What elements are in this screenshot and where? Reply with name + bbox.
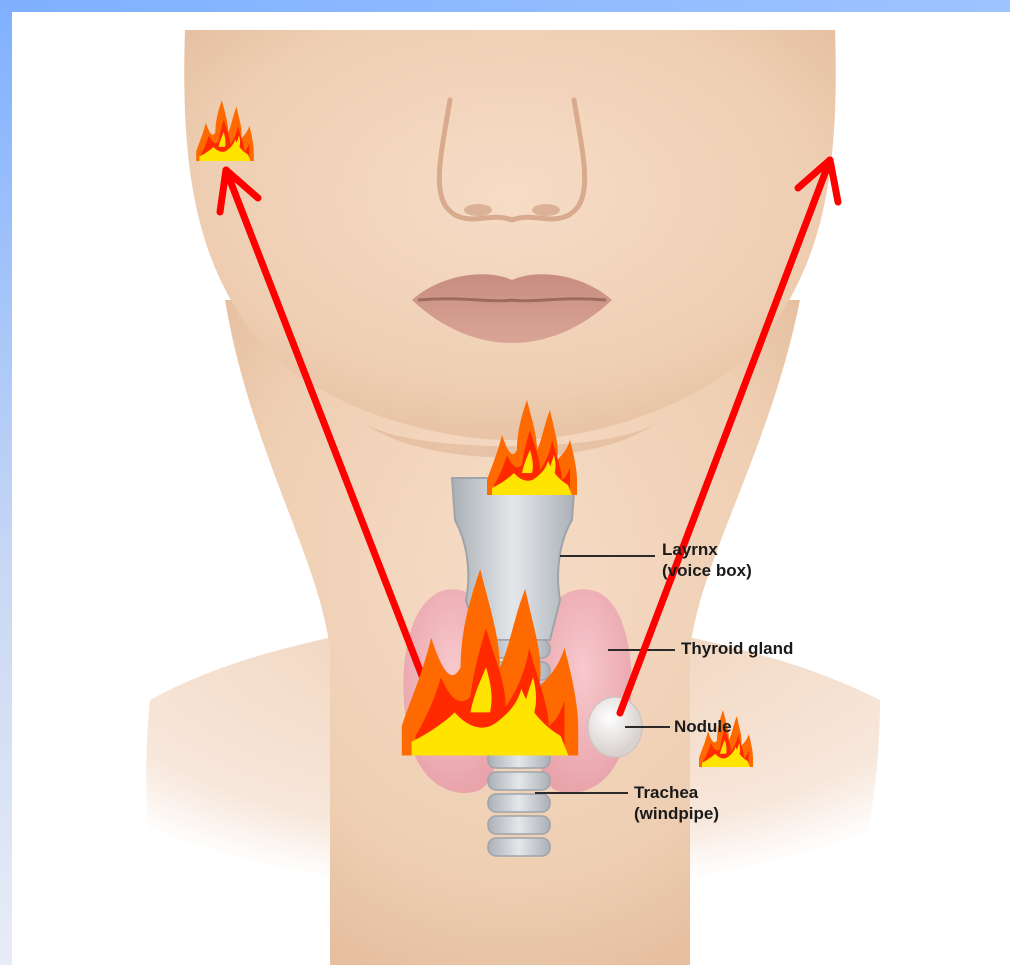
- label-larynx-note: (voice box): [662, 560, 752, 581]
- label-thyroid-gland: Thyroid gland: [681, 638, 793, 659]
- label-larynx-name: Layrnx: [662, 539, 752, 560]
- label-nodule: Nodule: [674, 716, 732, 737]
- label-trachea: Trachea (windpipe): [634, 782, 719, 824]
- label-trachea-note: (windpipe): [634, 803, 719, 824]
- label-trachea-name: Trachea: [634, 782, 719, 803]
- label-larynx: Layrnx (voice box): [662, 539, 752, 581]
